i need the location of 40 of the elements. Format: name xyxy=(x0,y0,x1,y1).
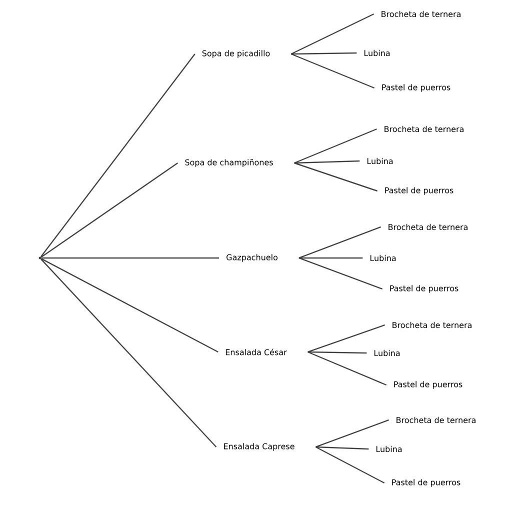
branch-line xyxy=(40,258,217,448)
menu-item-label: Lubina xyxy=(376,446,402,452)
branch-line xyxy=(298,257,383,290)
branch-line xyxy=(308,324,385,353)
menu-item-label: Brocheta de ternera xyxy=(396,416,476,424)
branch-line xyxy=(40,162,178,258)
menu-item-label: Pastel de puerros xyxy=(392,479,460,487)
branch-line xyxy=(40,54,196,258)
menu-item-label: Sopa de picadillo xyxy=(202,50,270,58)
branch-line xyxy=(290,13,374,55)
menu-item-label: Lubina xyxy=(370,254,396,262)
branch-line xyxy=(316,446,369,450)
branch-line xyxy=(294,128,378,164)
branch-line xyxy=(298,257,363,259)
menu-item-label: Sopa de champiñones xyxy=(185,159,273,167)
menu-item-label: Brocheta de ternera xyxy=(384,126,464,132)
branch-line xyxy=(308,351,387,386)
branch-line xyxy=(291,52,357,55)
branch-line xyxy=(290,53,375,89)
menu-item-label: Gazpachuelo xyxy=(226,254,278,262)
menu-item-label: Brocheta de ternera xyxy=(392,322,472,328)
menu-item-label: Pastel de puerros xyxy=(394,381,462,389)
branch-line xyxy=(41,257,220,259)
branch-line xyxy=(294,162,378,192)
menu-item-label: Lubina xyxy=(367,158,393,164)
branch-line xyxy=(294,160,360,164)
menu-item-label: Ensalada César xyxy=(226,348,287,356)
branch-line xyxy=(298,226,382,259)
menu-item-label: Pastel de puerros xyxy=(382,84,450,92)
menu-item-label: Brocheta de ternera xyxy=(388,224,468,230)
menu-item-label: Brocheta de ternera xyxy=(382,10,460,18)
branch-line xyxy=(316,419,389,448)
menu-item-label: Ensalada Caprese xyxy=(224,443,294,451)
menu-item-label: Lubina xyxy=(374,350,400,356)
branch-line xyxy=(308,351,367,354)
menu-item-label: Lubina xyxy=(364,50,390,56)
branch-line xyxy=(41,258,218,353)
menu-item-label: Pastel de puerros xyxy=(385,187,454,195)
menu-item-label: Pastel de puerros xyxy=(390,285,458,293)
branch-line xyxy=(316,446,385,484)
